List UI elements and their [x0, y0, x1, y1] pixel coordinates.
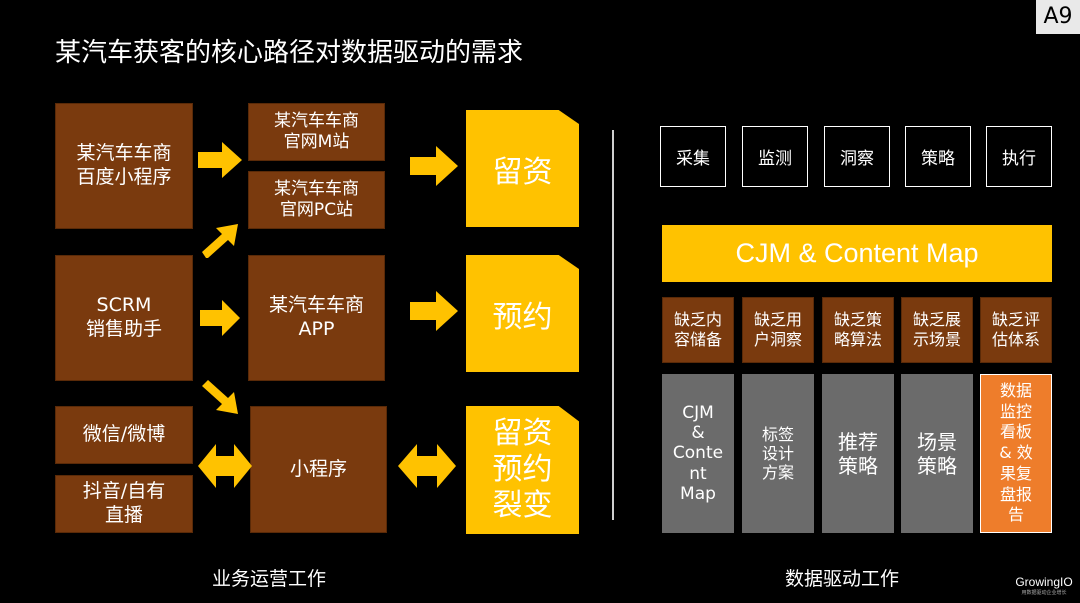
arrow-diagonal-up-icon	[202, 224, 238, 258]
gap-display-line2: 示场景	[912, 330, 961, 349]
source-douyin-line1: 抖音/自有	[82, 480, 166, 503]
source-scrm: SCRM 销售助手	[55, 255, 193, 381]
outcome-booking: 预约	[466, 255, 579, 372]
gap-evaluation-line1: 缺乏评	[991, 310, 1040, 329]
gap-strategy-line1: 缺乏策	[833, 310, 882, 329]
source-douyin-line2: 直播	[104, 504, 143, 526]
gap-content-line2: 容储备	[673, 330, 722, 349]
stage-collect: 采集	[660, 126, 726, 187]
outcome-booking-label: 预约	[492, 299, 553, 335]
channel-mini-program-label: 小程序	[289, 457, 347, 480]
gap-content: 缺乏内 容储备	[662, 297, 734, 363]
solution-dashboard-line1: 数据	[999, 380, 1032, 400]
solution-recommend-strategy: 推荐 策略	[822, 374, 894, 533]
solution-recommend-line1: 推荐	[838, 429, 878, 454]
outcome-combo: 留资 预约 裂变	[466, 406, 579, 534]
solution-dashboard-line4: & 效	[999, 443, 1033, 463]
solution-dashboard-line3: 看板	[999, 422, 1032, 442]
arrow-right-icon	[200, 300, 240, 336]
source-baidu-line1: 某汽车车商	[76, 142, 172, 165]
solution-cjm-line5: Map	[680, 484, 716, 505]
solution-cjm-line4: nt	[689, 463, 707, 484]
source-wechat-label: 微信/微博	[82, 423, 166, 446]
page-title: 某汽车获客的核心路径对数据驱动的需求	[55, 38, 524, 68]
gap-evaluation-line2: 估体系	[991, 330, 1040, 349]
solution-dashboard-report: 数据 监控 看板 & 效 果复 盘报 告	[980, 374, 1052, 533]
solution-tag-line1: 标签	[761, 424, 794, 444]
growingio-logo: GrowingIO 用数据驱动企业增长	[1009, 575, 1079, 596]
stage-insight: 洞察	[824, 126, 890, 187]
channel-pc-site: 某汽车车商 官网PC站	[248, 171, 385, 229]
stage-strategy: 策略	[905, 126, 971, 187]
solution-dashboard-line5: 果复	[999, 463, 1032, 483]
gap-content-line1: 缺乏内	[673, 310, 722, 329]
stage-execute-label: 执行	[1002, 149, 1036, 169]
gap-display-line1: 缺乏展	[912, 310, 961, 329]
solution-tag-line2: 设计	[761, 443, 794, 463]
gap-display-scene: 缺乏展 示场景	[901, 297, 973, 363]
stage-insight-label: 洞察	[840, 149, 874, 169]
outcome-combo-line3: 裂变	[492, 488, 553, 523]
channel-m-site-line2: 官网M站	[283, 132, 350, 152]
solution-cjm-line1: CJM	[682, 402, 714, 423]
outcome-leads: 留资	[466, 110, 579, 227]
channel-app-line2: APP	[298, 318, 335, 340]
source-scrm-line1: SCRM	[96, 294, 152, 317]
logo-tagline: 用数据驱动企业增长	[1021, 590, 1067, 596]
slide-tag: A9	[1036, 0, 1080, 34]
solution-dashboard-line7: 告	[1007, 505, 1024, 525]
arrow-double-icon	[198, 444, 252, 488]
solution-tag-line3: 方案	[761, 463, 794, 483]
gap-user-insight-line2: 户洞察	[753, 330, 802, 349]
source-douyin-live: 抖音/自有 直播	[55, 475, 193, 533]
stage-monitor-label: 监测	[758, 149, 792, 169]
outcome-combo-line2: 预约	[492, 452, 553, 487]
channel-m-site-line1: 某汽车车商	[274, 110, 359, 131]
cjm-banner-label: CJM & Content Map	[735, 238, 979, 268]
source-wechat-weibo: 微信/微博	[55, 406, 193, 464]
source-baidu-mini-program: 某汽车车商 百度小程序	[55, 103, 193, 229]
channel-mini-program: 小程序	[250, 406, 387, 533]
solution-scene-strategy: 场景 策略	[901, 374, 973, 533]
solution-cjm-line2: &	[691, 422, 705, 443]
outcome-combo-line1: 留资	[492, 416, 553, 451]
solution-dashboard-line6: 盘报	[999, 484, 1032, 504]
channel-app: 某汽车车商 APP	[248, 255, 385, 381]
gap-user-insight: 缺乏用 户洞察	[742, 297, 814, 363]
left-caption: 业务运营工作	[212, 568, 327, 590]
solution-cjm-line3: Conte	[672, 443, 724, 464]
cjm-banner: CJM & Content Map	[662, 225, 1052, 282]
solution-scene-line2: 策略	[917, 453, 957, 478]
gap-strategy-algorithm: 缺乏策 略算法	[822, 297, 894, 363]
outcome-leads-label: 留资	[492, 154, 553, 190]
stage-strategy-label: 策略	[921, 149, 955, 169]
solution-cjm-map: CJM & Conte nt Map	[662, 374, 734, 533]
solution-tag-design: 标签 设计 方案	[742, 374, 814, 533]
arrow-right-icon	[410, 291, 458, 331]
channel-pc-site-line1: 某汽车车商	[274, 178, 359, 199]
arrow-diagonal-down-icon	[202, 380, 238, 414]
arrow-double-icon	[398, 444, 456, 488]
arrow-right-icon	[198, 142, 242, 178]
stage-execute: 执行	[986, 126, 1052, 187]
solution-dashboard-line2: 监控	[999, 401, 1032, 421]
logo-name: GrowingIO	[1015, 575, 1073, 589]
gap-user-insight-line1: 缺乏用	[753, 310, 802, 329]
stage-monitor: 监测	[742, 126, 808, 187]
source-scrm-line2: 销售助手	[85, 318, 162, 340]
source-baidu-line2: 百度小程序	[76, 166, 172, 188]
channel-m-site: 某汽车车商 官网M站	[248, 103, 385, 161]
right-caption: 数据驱动工作	[785, 568, 900, 590]
solution-scene-line1: 场景	[917, 429, 957, 454]
arrow-right-icon	[410, 146, 458, 186]
section-divider	[612, 130, 614, 520]
gap-evaluation: 缺乏评 估体系	[980, 297, 1052, 363]
channel-app-line1: 某汽车车商	[268, 294, 364, 317]
channel-pc-site-line2: 官网PC站	[279, 200, 354, 220]
solution-recommend-line2: 策略	[838, 453, 878, 478]
gap-strategy-line2: 略算法	[833, 330, 882, 349]
stage-collect-label: 采集	[676, 149, 710, 169]
